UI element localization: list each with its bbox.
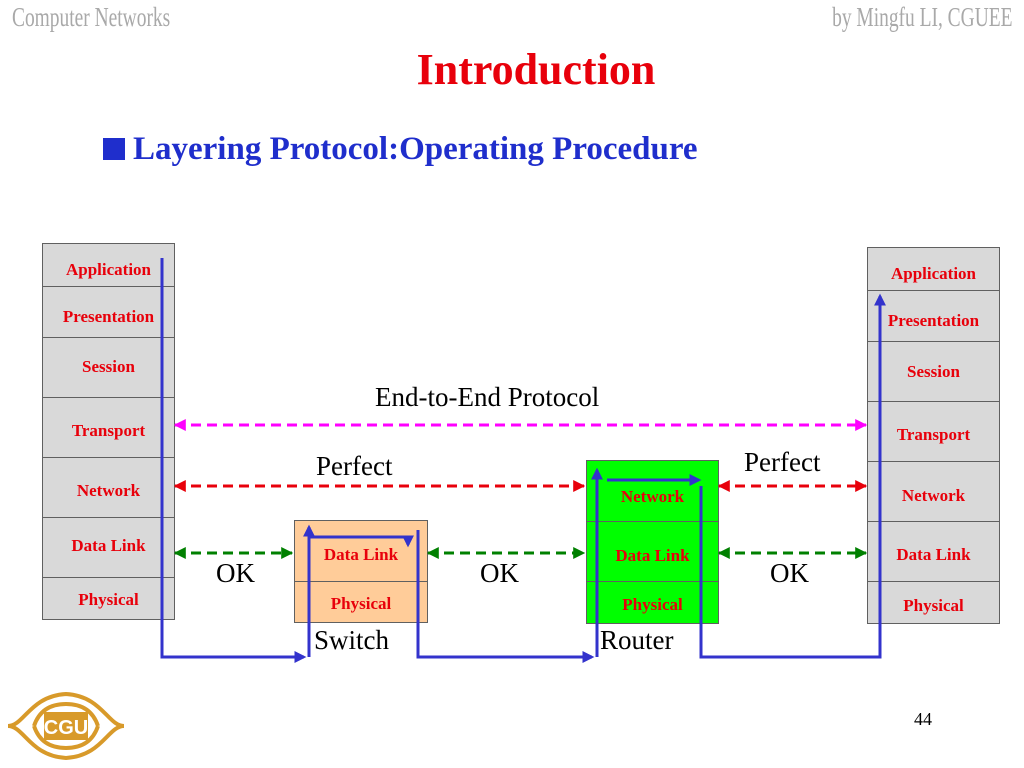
ok-label-1: OK xyxy=(216,558,255,588)
router-label: Router xyxy=(600,625,674,655)
perfect-label-right: Perfect xyxy=(744,447,821,477)
right-host-stack: Application Presentation Session Transpo… xyxy=(867,247,1000,624)
layer-network: Network xyxy=(620,487,685,506)
layer-physical: Physical xyxy=(868,581,999,624)
author-header: by Mingfu LI, CGUEE xyxy=(831,2,1012,32)
logo-text: CGU xyxy=(44,717,88,739)
data-path-switch-across xyxy=(309,535,414,548)
ok-label-2: OK xyxy=(480,558,519,588)
layer-data-link: Data Link xyxy=(43,517,174,578)
layer-physical: Physical xyxy=(587,581,718,624)
bullet-heading: Layering Protocol:Operating Procedure xyxy=(103,131,698,168)
slide-title: Introduction xyxy=(416,45,656,94)
bullet-text: Layering Protocol:Operating Procedure xyxy=(133,131,698,167)
course-header: Computer Networks xyxy=(12,2,171,32)
layer-session: Session xyxy=(868,341,999,402)
ok-label-3: OK xyxy=(770,558,809,588)
layer-physical: Physical xyxy=(43,577,174,620)
layer-transport: Transport xyxy=(43,397,174,458)
layer-presentation: Presentation xyxy=(43,286,174,338)
left-host-stack: Application Presentation Session Transpo… xyxy=(42,243,175,620)
data-path-host-to-switch xyxy=(160,258,307,663)
page-number: 44 xyxy=(914,709,932,729)
layer-network: Network xyxy=(43,457,174,518)
layer-physical: Physical xyxy=(295,581,427,623)
layer-session: Session xyxy=(43,337,174,398)
layer-application: Application xyxy=(65,260,152,279)
end-to-end-label: End-to-End Protocol xyxy=(375,382,600,412)
bullet-square-icon xyxy=(103,138,125,160)
layer-application: Application xyxy=(890,264,977,283)
data-path-switch-down xyxy=(416,530,595,663)
router-stack: Network Data Link Physical xyxy=(586,460,719,624)
layer-presentation: Presentation xyxy=(868,290,999,342)
perfect-label-left: Perfect xyxy=(316,451,393,481)
layer-transport: Transport xyxy=(868,401,999,462)
layer-data-link: Data Link xyxy=(868,521,999,582)
data-path-router-down xyxy=(699,293,886,659)
layer-data-link: Data Link xyxy=(587,521,718,582)
layer-network: Network xyxy=(868,461,999,522)
university-logo: CGU xyxy=(7,691,125,761)
layer-data-link: Data Link xyxy=(323,545,399,564)
switch-label: Switch xyxy=(314,625,390,655)
